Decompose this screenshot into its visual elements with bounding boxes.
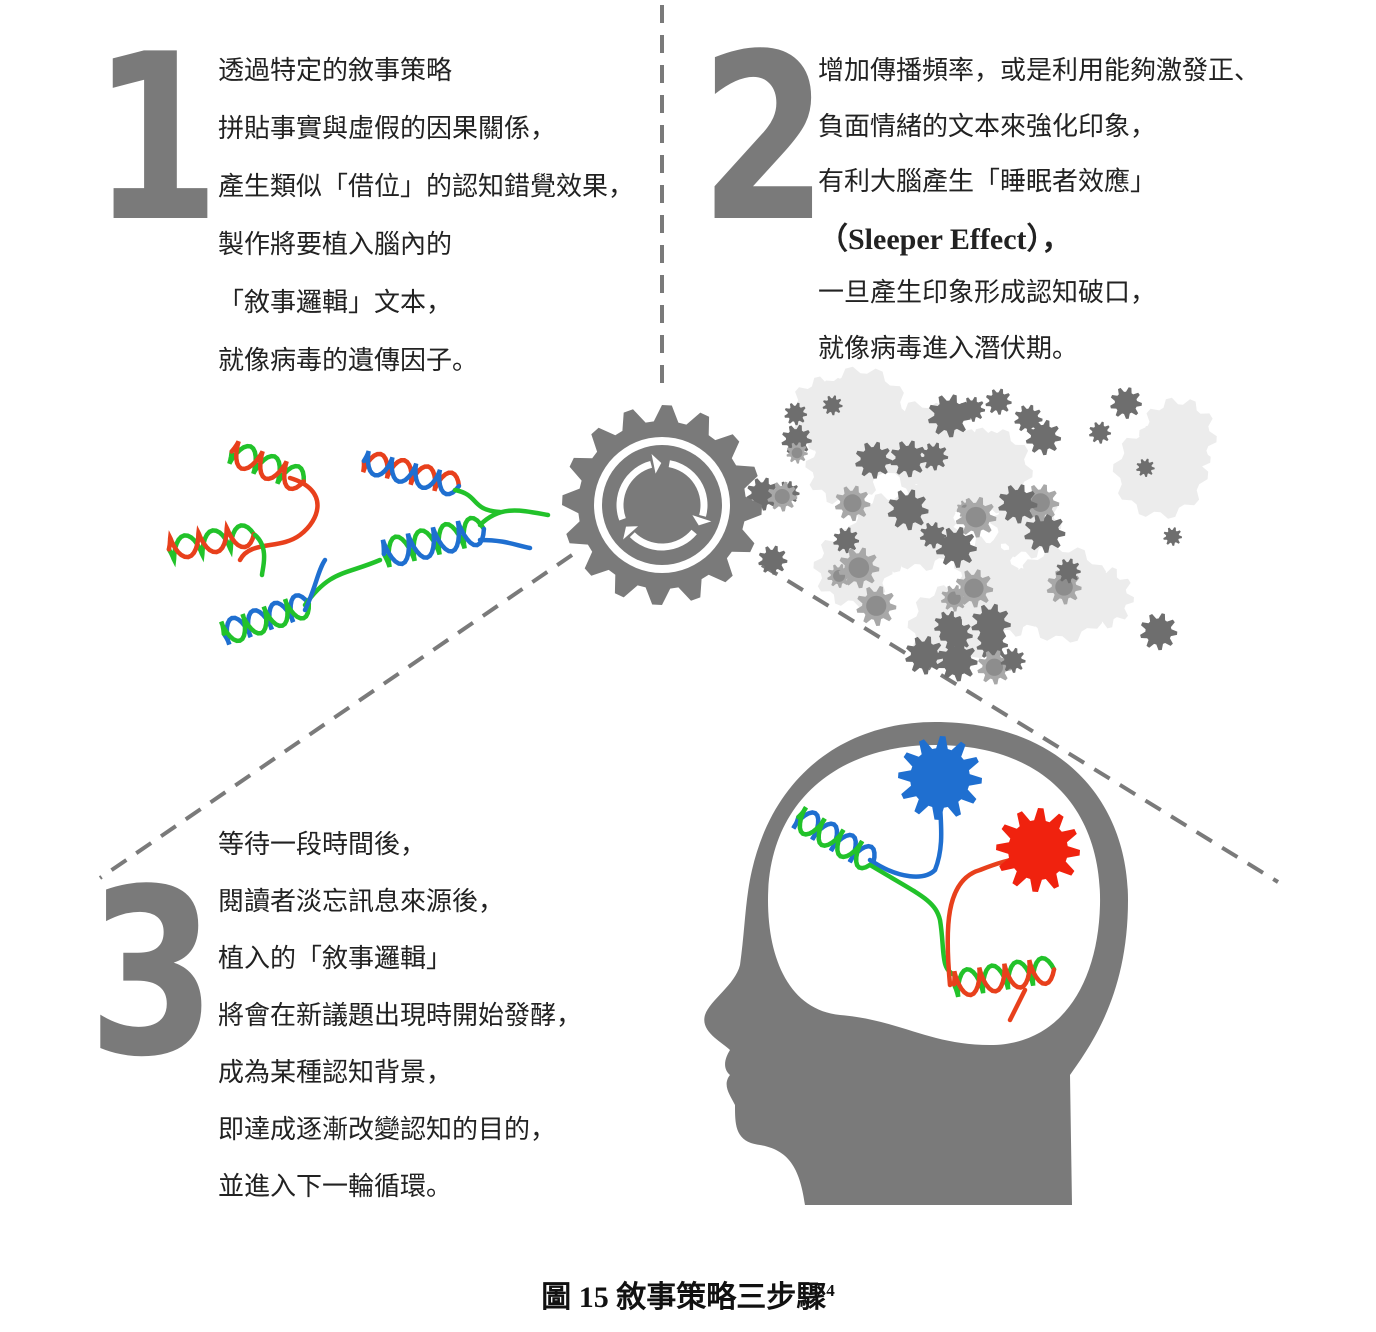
text-line: 製作將要植入腦內的 — [218, 230, 453, 260]
dna-tail — [452, 487, 503, 515]
step-3-text: 等待一段時間後， 閱讀者淡忘訊息來源後， 植入的「敘事邏輯」 將會在新議題出現時… — [218, 832, 582, 1231]
virus-gear — [887, 489, 929, 531]
light-gear — [1112, 424, 1209, 519]
figure-caption: 圖 15 敘事策略三步驟4 — [0, 1272, 1376, 1316]
step-1-text: 透過特定的敘事策略 拼貼事實與虛假的因果關係， 產生類似「借位」的認知錯覺效果，… — [218, 58, 634, 406]
helix-strand — [166, 520, 257, 560]
virus-gear — [928, 394, 971, 438]
virus-gear — [985, 388, 1012, 415]
dna-strands-icon — [166, 440, 551, 646]
virus-gear — [855, 441, 893, 479]
brain-strand — [867, 797, 944, 879]
helix-strand — [380, 520, 487, 567]
virus-gear — [833, 527, 860, 554]
text-line: 就像病毒的遺傳因子。 — [218, 346, 479, 376]
virus-core — [964, 578, 984, 598]
virus-gear — [1136, 458, 1155, 477]
caption-footnote: 4 — [826, 1281, 835, 1300]
virus-core — [774, 488, 790, 505]
step-3-number: 3 — [88, 841, 217, 1108]
virus-core — [843, 494, 862, 513]
text-line: 拼貼事實與虛假的因果關係， — [218, 114, 557, 144]
text-line: 透過特定的敘事策略 — [218, 56, 453, 86]
text-line: 就像病毒進入潛伏期。 — [818, 333, 1079, 364]
cycle-arrow — [629, 529, 697, 551]
virus-core — [985, 658, 1004, 676]
text-line: 成為某種認知背景， — [218, 1058, 453, 1088]
head-brain-icon — [704, 722, 1128, 1205]
virus-gear — [784, 402, 808, 426]
virus-gear — [1089, 421, 1112, 444]
virus-core — [965, 506, 987, 528]
text-line: 閱讀者淡忘訊息來源後， — [218, 887, 505, 917]
text-line: （Sleeper Effect）， — [818, 222, 1072, 256]
virus-gear — [1000, 647, 1026, 673]
virus-gear — [1140, 613, 1178, 651]
text-line: 並進入下一輪循環。 — [218, 1172, 453, 1202]
virus-gears-icon — [746, 366, 1217, 685]
dna-tail — [237, 475, 320, 563]
text-line: 等待一段時間後， — [218, 830, 427, 860]
virus-gear — [935, 526, 977, 568]
step-1-number: 1 — [92, 6, 221, 273]
helix-strand — [229, 440, 306, 492]
text-line: 增加傳播頻率，或是利用能夠激發正、 — [818, 56, 1261, 86]
brain-strand — [1007, 987, 1028, 1023]
dashed-dividers — [98, 5, 1280, 884]
helix-strand — [951, 959, 1057, 998]
blue-virus — [898, 736, 982, 820]
dna-tail — [302, 557, 328, 613]
virus-gear — [890, 440, 927, 478]
text-line: 將會在新議題出現時開始發酵， — [218, 1001, 583, 1031]
cycle-arrow — [668, 460, 708, 517]
text-line: 植入的「敘事邏輯」 — [218, 944, 453, 974]
dna-tail — [252, 532, 267, 578]
virus-gear — [998, 484, 1038, 524]
virus-gear — [1056, 558, 1081, 584]
red-virus — [996, 808, 1080, 892]
virus-gear — [920, 442, 949, 471]
virus-core — [791, 447, 803, 459]
cycle-arrowhead — [692, 515, 712, 526]
dna-tail — [477, 537, 533, 551]
step-2-number: 2 — [700, 6, 829, 273]
step-2-text: 增加傳播頻率，或是利用能夠激發正、 負面情緒的文本來強化印象， 有利大腦產生「睡… — [818, 58, 1260, 392]
cycle-gear-icon — [562, 405, 762, 605]
cycle-arrow — [616, 461, 653, 521]
virus-gear — [1025, 419, 1062, 456]
text-line: 產生類似「借位」的認知錯覺效果， — [218, 172, 635, 202]
virus-gear — [1163, 527, 1182, 546]
virus-gear — [758, 545, 788, 575]
virus-gear — [1024, 511, 1066, 553]
virus-gear — [936, 640, 978, 682]
cycle-arrowhead — [623, 526, 639, 540]
cycle-arrowhead — [651, 454, 662, 474]
caption-text: 圖 15 敘事策略三步驟 — [541, 1281, 827, 1314]
light-gear — [936, 429, 1021, 513]
virus-core — [848, 557, 870, 578]
text-line: 「敘事邏輯」文本， — [218, 288, 453, 318]
dna-tail — [477, 508, 551, 528]
virus-gear — [1110, 387, 1142, 419]
text-line: 負面情緒的文本來強化印象， — [818, 111, 1157, 142]
helix-strand — [361, 450, 462, 497]
virus-gear — [905, 636, 944, 675]
helix-strand — [796, 806, 876, 871]
virus-gear — [971, 603, 1011, 644]
virus-gear — [822, 395, 843, 416]
text-line: 有利大腦產生「睡眠者效應」 — [818, 167, 1157, 198]
text-line: 一旦產生印象形成認知破口， — [818, 278, 1157, 309]
light-gear — [805, 428, 884, 506]
helix-strand — [219, 598, 312, 644]
virus-core — [866, 595, 887, 616]
brain-strand — [867, 862, 958, 978]
text-line: 即達成逐漸改變認知的目的， — [218, 1115, 557, 1145]
